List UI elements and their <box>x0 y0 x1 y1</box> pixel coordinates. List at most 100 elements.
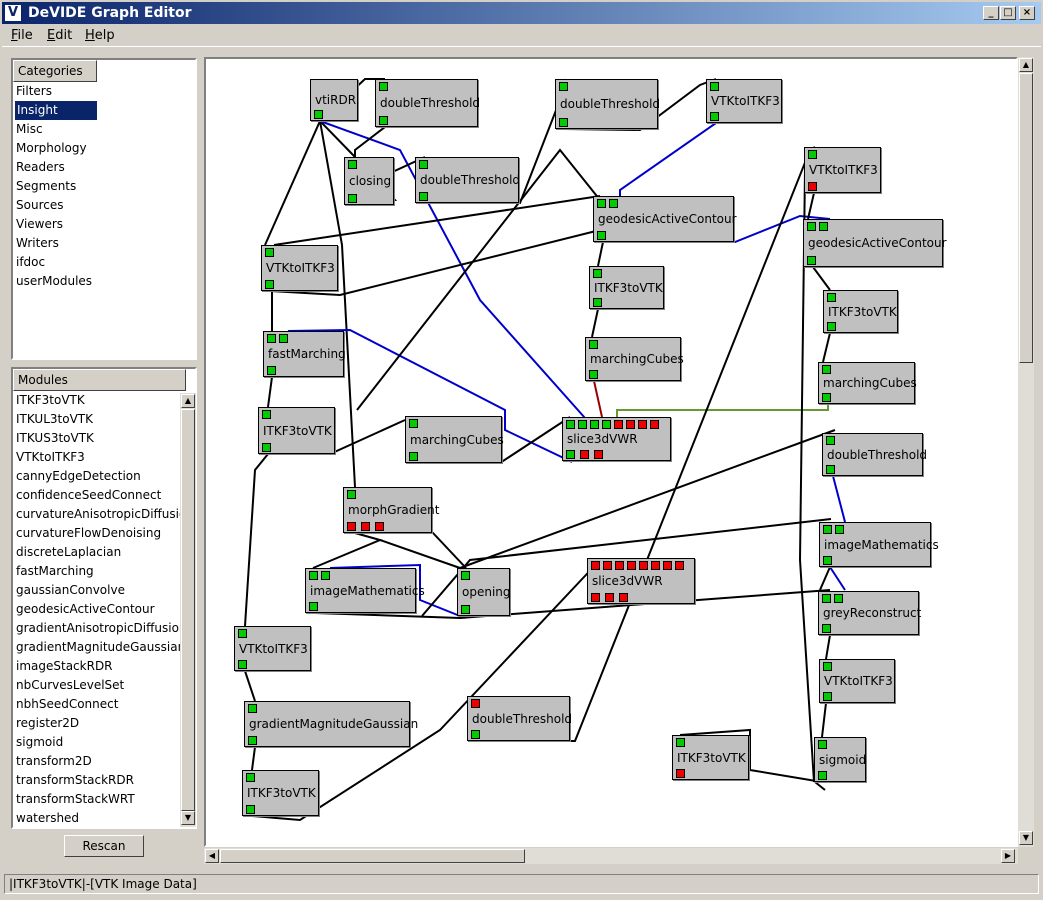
category-item[interactable]: Morphology <box>16 141 87 155</box>
category-item[interactable]: Segments <box>16 179 77 193</box>
close-button[interactable]: × <box>1019 6 1035 20</box>
connection-line[interactable] <box>825 634 831 660</box>
output-port[interactable] <box>361 522 370 531</box>
output-port[interactable] <box>807 256 816 265</box>
input-port[interactable] <box>835 525 844 534</box>
connection-line[interactable] <box>593 380 603 418</box>
module-list-item[interactable]: ITKF3toVTK <box>16 393 85 407</box>
graph-module[interactable]: marchingCubes <box>818 362 917 404</box>
output-port[interactable] <box>589 370 598 379</box>
input-port[interactable] <box>675 561 684 570</box>
canvas-vscroll-thumb[interactable] <box>1019 73 1033 363</box>
graph-module[interactable]: VTKtoITKF3 <box>261 245 338 291</box>
output-port[interactable] <box>246 805 255 814</box>
graph-module[interactable]: ITKF3toVTK <box>823 290 898 333</box>
canvas-vertical-scrollbar[interactable]: ▲ ▼ <box>1018 57 1034 847</box>
connection-line[interactable] <box>264 120 321 246</box>
output-port[interactable] <box>822 393 831 402</box>
graph-module[interactable]: slice3dVWR <box>587 558 695 604</box>
module-list-item[interactable]: ITKUL3toVTK <box>16 412 93 426</box>
input-port[interactable] <box>834 594 843 603</box>
module-list-item[interactable]: sigmoid <box>16 735 64 749</box>
graph-module[interactable]: doubleThreshold <box>822 433 927 476</box>
modules-scrollbar[interactable]: ▲ ▼ <box>180 393 196 827</box>
input-port[interactable] <box>823 525 832 534</box>
output-port[interactable] <box>822 624 831 633</box>
output-port[interactable] <box>238 660 247 669</box>
modules-scroll-thumb[interactable] <box>181 409 195 811</box>
connection-line[interactable] <box>355 532 467 569</box>
graph-module[interactable]: VTKtoITKF3 <box>234 626 311 671</box>
input-port[interactable] <box>818 740 827 749</box>
connection-line[interactable] <box>814 781 826 791</box>
module-list-item[interactable]: discreteLaplacian <box>16 545 122 559</box>
scroll-down-icon[interactable]: ▼ <box>1019 831 1033 845</box>
input-port[interactable] <box>710 82 719 91</box>
output-port[interactable] <box>710 112 719 121</box>
module-list-item[interactable]: gradientAnisotropicDiffusion <box>16 621 187 635</box>
output-port[interactable] <box>597 231 606 240</box>
category-item[interactable]: Misc <box>16 122 43 136</box>
output-port[interactable] <box>267 366 276 375</box>
output-port[interactable] <box>591 593 600 602</box>
input-port[interactable] <box>819 222 828 231</box>
output-port[interactable] <box>823 692 832 701</box>
connection-line[interactable] <box>273 195 601 246</box>
connection-line[interactable] <box>415 416 571 464</box>
graph-module[interactable]: ITKF3toVTK <box>258 407 335 454</box>
input-port[interactable] <box>808 150 817 159</box>
graph-module[interactable]: VTKtoITKF3 <box>804 147 881 193</box>
connection-line[interactable] <box>319 120 356 158</box>
graph-module[interactable]: greyReconstruct <box>818 591 921 635</box>
module-list-item[interactable]: gradientMagnitudeGaussian <box>16 640 186 654</box>
connection-line[interactable] <box>822 332 831 363</box>
categories-header[interactable]: Categories <box>13 60 97 82</box>
input-port[interactable] <box>651 561 660 570</box>
menu-help[interactable]: Help <box>85 28 115 43</box>
menu-edit[interactable]: Edit <box>47 28 72 43</box>
canvas-horizontal-scrollbar[interactable]: ◀ ▶ <box>204 848 1018 864</box>
connection-line[interactable] <box>269 229 601 297</box>
input-port[interactable] <box>822 594 831 603</box>
input-port[interactable] <box>589 340 598 349</box>
connection-line[interactable] <box>251 559 601 822</box>
connection-line[interactable] <box>312 532 384 569</box>
output-port[interactable] <box>347 522 356 531</box>
input-port[interactable] <box>566 420 575 429</box>
category-item[interactable]: Sources <box>16 198 64 212</box>
connection-line[interactable] <box>267 376 273 408</box>
output-port[interactable] <box>262 443 271 452</box>
module-list-item[interactable]: gaussianConvolve <box>16 583 125 597</box>
category-item[interactable]: Writers <box>16 236 59 250</box>
input-port[interactable] <box>348 160 357 169</box>
graph-module[interactable]: imageMathematics <box>305 568 425 613</box>
connection-line[interactable] <box>354 126 386 157</box>
output-port[interactable] <box>594 450 603 459</box>
rescan-button[interactable]: Rescan <box>64 835 144 857</box>
input-port[interactable] <box>262 410 271 419</box>
category-item[interactable]: ifdoc <box>16 255 46 269</box>
input-port[interactable] <box>638 420 647 429</box>
connection-line[interactable] <box>329 563 466 619</box>
output-port[interactable] <box>471 730 480 739</box>
menu-file[interactable]: File <box>11 28 33 43</box>
input-port[interactable] <box>826 436 835 445</box>
connection-line[interactable] <box>459 429 836 569</box>
output-port[interactable] <box>823 556 832 565</box>
graph-module[interactable]: VTKtoITKF3 <box>706 79 782 123</box>
graph-module[interactable]: opening <box>457 568 511 616</box>
connection-line[interactable] <box>287 328 573 463</box>
module-list-item[interactable]: cannyEdgeDetection <box>16 469 141 483</box>
connection-line[interactable] <box>619 122 717 196</box>
input-port[interactable] <box>597 199 606 208</box>
input-port[interactable] <box>347 490 356 499</box>
module-list-item[interactable]: transformStackWRT <box>16 792 135 806</box>
connection-line[interactable] <box>829 566 846 591</box>
connection-line[interactable] <box>812 266 831 291</box>
module-list-item[interactable]: nbhSeedConnect <box>16 697 119 711</box>
connection-line[interactable] <box>319 120 586 419</box>
module-list-item[interactable]: curvatureFlowDenoising <box>16 526 162 540</box>
input-port[interactable] <box>238 629 247 638</box>
category-item[interactable]: userModules <box>16 274 93 288</box>
